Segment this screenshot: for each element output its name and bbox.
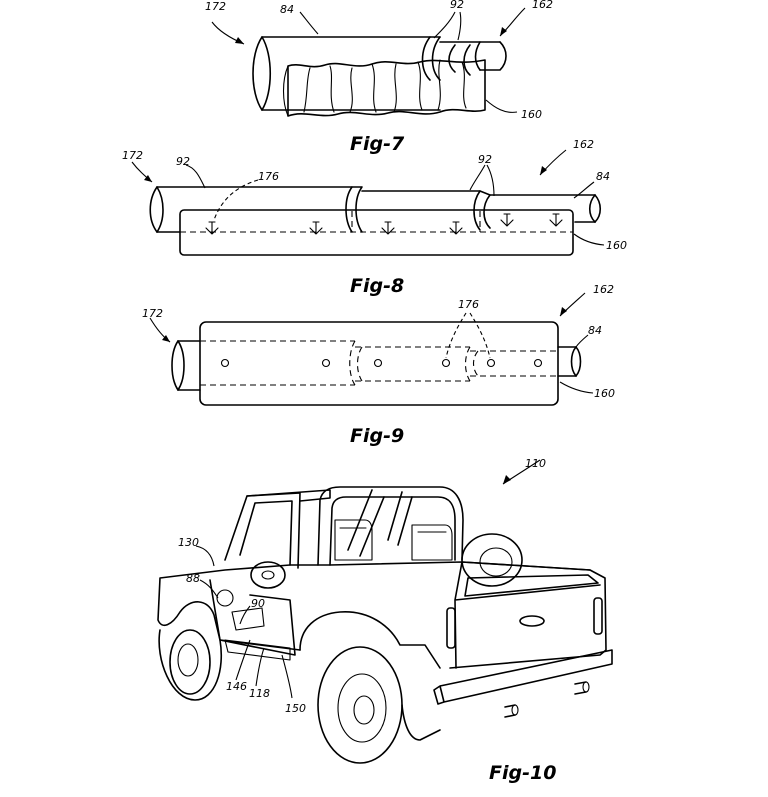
ref-92-right-fig8: 92 bbox=[478, 153, 492, 166]
seat-left bbox=[334, 519, 373, 561]
ref-90: 90 bbox=[251, 597, 265, 610]
ref-84-fig8: 84 bbox=[596, 170, 610, 183]
spare-tire bbox=[461, 533, 523, 587]
body-tub bbox=[157, 561, 607, 669]
figure-8: 172 92 176 92 162 84 160 Fig-8 bbox=[122, 138, 627, 297]
ref-150: 150 bbox=[285, 702, 306, 715]
ref-84-fig9: 84 bbox=[588, 324, 602, 337]
tube-84 bbox=[489, 194, 596, 223]
tail-light-left bbox=[446, 607, 456, 649]
ref-130: 130 bbox=[178, 536, 199, 549]
windshield-frame bbox=[224, 492, 301, 569]
steering-wheel bbox=[250, 561, 286, 589]
tail-emblem bbox=[519, 615, 545, 627]
sleeve-92 bbox=[421, 36, 441, 81]
handle-88 bbox=[216, 589, 234, 607]
seat-right bbox=[411, 524, 453, 561]
ref-162-fig9: 162 bbox=[593, 283, 614, 296]
front-wheel bbox=[169, 629, 211, 695]
fastener-row bbox=[205, 213, 563, 235]
ref-146: 146 bbox=[226, 680, 247, 693]
ref-84-fig7: 84 bbox=[280, 3, 294, 16]
figure-9: 172 176 162 84 160 Fig-9 bbox=[142, 283, 615, 447]
ref-172-fig7: 172 bbox=[205, 0, 226, 13]
rear-wheel bbox=[317, 646, 403, 764]
ref-92-left-fig8: 92 bbox=[176, 155, 190, 168]
ref-162-fig8: 162 bbox=[573, 138, 594, 151]
tail-light-right bbox=[593, 597, 603, 635]
ref-160-fig8: 160 bbox=[606, 239, 627, 252]
ref-172-fig8: 172 bbox=[122, 149, 143, 162]
rear-bumper bbox=[433, 649, 613, 705]
door-opening bbox=[209, 579, 296, 656]
rear-fender-flare bbox=[299, 611, 441, 669]
cover-160 bbox=[199, 321, 559, 406]
ref-172-fig9: 172 bbox=[142, 307, 163, 320]
cover-160 bbox=[287, 59, 486, 117]
ref-176-fig9: 176 bbox=[458, 298, 479, 311]
figure-7-caption: Fig-7 bbox=[350, 133, 405, 155]
roll-bar bbox=[317, 486, 464, 566]
ref-162-fig7: 162 bbox=[532, 0, 553, 11]
ref-92-fig7: 92 bbox=[450, 0, 464, 11]
figure-10-caption: Fig-10 bbox=[489, 762, 556, 784]
ref-118: 118 bbox=[249, 687, 270, 700]
figure-10-vehicle: 110 130 88 90 146 118 150 Fig-10 bbox=[157, 457, 613, 784]
figure-8-caption: Fig-8 bbox=[350, 275, 404, 297]
ref-88: 88 bbox=[186, 572, 200, 585]
ref-160-fig9: 160 bbox=[594, 387, 615, 400]
ref-176-fig8: 176 bbox=[258, 170, 279, 183]
figure-9-caption: Fig-9 bbox=[350, 425, 404, 447]
ref-110: 110 bbox=[525, 457, 546, 470]
step-118 bbox=[224, 639, 291, 661]
figure-7: 172 84 92 162 160 Fig-7 bbox=[205, 0, 553, 155]
sleeve-92-left bbox=[156, 186, 353, 233]
fastener-row bbox=[220, 358, 543, 368]
ref-160-fig7: 160 bbox=[521, 108, 542, 121]
